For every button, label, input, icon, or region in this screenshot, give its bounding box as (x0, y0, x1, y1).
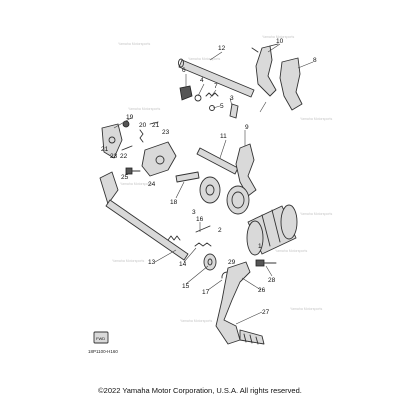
callout-19: 19 (126, 114, 134, 121)
shift-fork-10 (251, 43, 279, 97)
watermark: Yamaha Motorsports (188, 57, 220, 61)
watermark: Yamaha Motorsports (275, 249, 307, 253)
callout-3: 3 (192, 209, 196, 216)
callout-23b: 23 (110, 153, 118, 160)
callout-18: 18 (170, 199, 178, 206)
callout-28: 28 (268, 277, 276, 284)
watermark: Yamaha Motorsports (118, 42, 150, 46)
callout-10: 10 (276, 38, 284, 45)
callout-16: 16 (196, 216, 204, 223)
watermark: Yamaha Motorsports (180, 319, 212, 323)
callout-3b: 3 (230, 95, 234, 102)
callout-23: 23 (162, 129, 170, 136)
watermark: Yamaha Motorsports (290, 307, 322, 311)
callout-22: 22 (120, 153, 128, 160)
shift-fork-9 (235, 143, 257, 197)
callout-6: 6 (182, 67, 186, 74)
callout-7: 7 (214, 83, 218, 90)
callout-5: 5 (220, 103, 224, 110)
shift-fork-shaft-middle (196, 147, 239, 175)
callout-1: 1 (258, 243, 262, 250)
callout-29: 29 (228, 259, 236, 266)
callout-20: 20 (139, 122, 147, 129)
callout-15: 15 (182, 283, 190, 290)
shift-fork-shaft-upper (178, 58, 255, 98)
callout-26: 26 (258, 287, 266, 294)
shift-pedal-26 (215, 261, 265, 345)
callout-12: 12 (218, 45, 226, 52)
shift-drum-1 (246, 204, 298, 256)
callout-11: 11 (220, 133, 227, 140)
callout-2: 2 (218, 227, 222, 234)
bearing-2 (226, 185, 250, 215)
shift-shaft-13 (99, 171, 189, 261)
fwd-indicator: FWD (93, 331, 109, 344)
callout-27: 27 (262, 309, 270, 316)
fwd-label: FWD (96, 336, 105, 341)
watermark: Yamaha Motorsports (262, 35, 294, 39)
watermark: Yamaha Motorsports (300, 117, 332, 121)
callout-13: 13 (148, 259, 156, 266)
callout-9: 9 (245, 124, 249, 131)
shift-fork-8 (279, 57, 303, 111)
watermark-group: Yamaha Motorsports Yamaha Motorsports Ya… (112, 35, 332, 323)
callout-labels: 1 2 3 3 4 5 6 7 8 9 10 11 12 13 14 15 16… (101, 38, 317, 316)
bolt-28 (255, 259, 277, 267)
callout-17: 17 (202, 289, 210, 296)
segment-3 (199, 176, 221, 204)
shaft-pin-18 (175, 171, 200, 183)
callout-24: 24 (148, 181, 156, 188)
bolt-25 (125, 167, 141, 175)
leader-lines (113, 43, 314, 325)
small-parts-upper (179, 85, 239, 119)
watermark: Yamaha Motorsports (128, 107, 160, 111)
callout-8: 8 (313, 57, 317, 64)
watermark: Yamaha Motorsports (120, 182, 152, 186)
callout-25: 25 (121, 174, 129, 181)
stopper-plate-24 (141, 141, 177, 177)
callout-14: 14 (179, 261, 187, 268)
callout-21b: 21 (101, 146, 109, 153)
watermark: Yamaha Motorsports (112, 259, 144, 263)
spring-14 (194, 225, 212, 247)
watermark: Yamaha Motorsports (300, 212, 332, 216)
washer-15 (203, 253, 217, 271)
copyright-notice: ©2022 Yamaha Motor Corporation, U.S.A. A… (98, 386, 302, 395)
callout-4: 4 (200, 77, 204, 84)
diagram-reference-code: 18P1100-H160 (88, 349, 118, 354)
stopper-lever-assembly (101, 120, 159, 159)
callout-21: 21 (152, 122, 160, 129)
